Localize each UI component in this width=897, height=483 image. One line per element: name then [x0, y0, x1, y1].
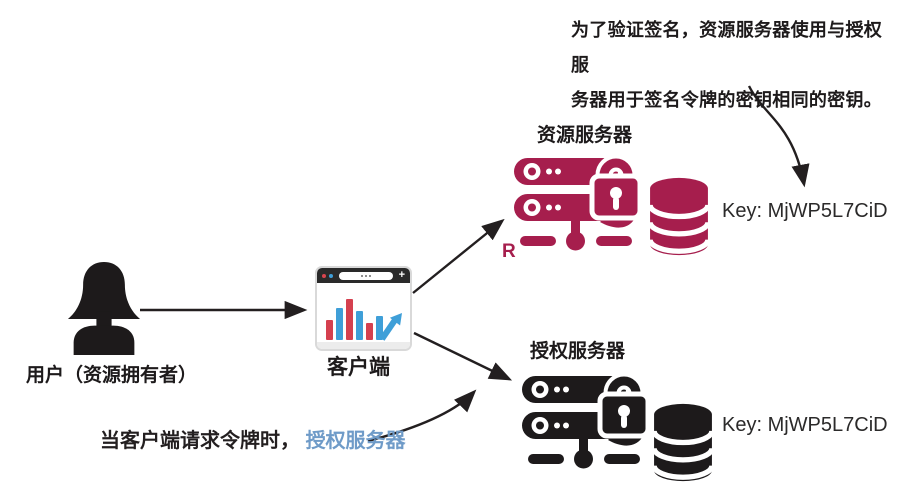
bottom-annotation-part2: 授权服务器	[305, 430, 406, 452]
arrow-client-to-resource-server	[412, 218, 505, 294]
auth-server-key: Key: MjWP5L7CiD	[722, 414, 888, 436]
top-annotation-line2: 务器用于签名令牌的密钥相同的密钥。	[571, 90, 883, 110]
bottom-annotation-part1: 当客户端请求令牌时，	[100, 430, 300, 452]
bottom-annotation: 当客户端请求令牌时， 授权服务器	[100, 429, 406, 453]
top-annotation: 为了验证签名，资源服务器使用与授权服 务器用于签名令牌的密钥相同的密钥。	[571, 13, 897, 118]
resource-request-badge: R	[502, 241, 516, 262]
trend-arrow-icon	[379, 313, 402, 341]
woman-user-icon	[67, 262, 141, 355]
browser-dot-red	[322, 273, 326, 278]
client-label: 客户端	[327, 356, 390, 379]
browser-footer	[317, 342, 410, 349]
top-annotation-line1: 为了验证签名，资源服务器使用与授权服	[571, 20, 883, 75]
user-label: 用户（资源拥有者）	[26, 365, 198, 386]
browser-address-bar	[339, 271, 393, 280]
database-cylinder-icon	[648, 177, 710, 256]
browser-header: +	[317, 268, 410, 283]
server-lock-icon	[522, 372, 651, 469]
browser-window-icon: +	[315, 266, 412, 351]
database-cylinder-icon	[652, 403, 714, 482]
auth-server-label: 授权服务器	[530, 341, 626, 362]
mini-bar-chart	[326, 299, 383, 340]
browser-new-tab-icon: +	[398, 269, 405, 281]
resource-server-label: 资源服务器	[537, 125, 633, 146]
arrow-client-to-auth-server	[413, 331, 513, 381]
browser-body	[317, 283, 410, 349]
resource-server-key: Key: MjWP5L7CiD	[722, 200, 888, 222]
server-lock-icon	[514, 154, 643, 251]
browser-dot-blue	[329, 273, 333, 278]
